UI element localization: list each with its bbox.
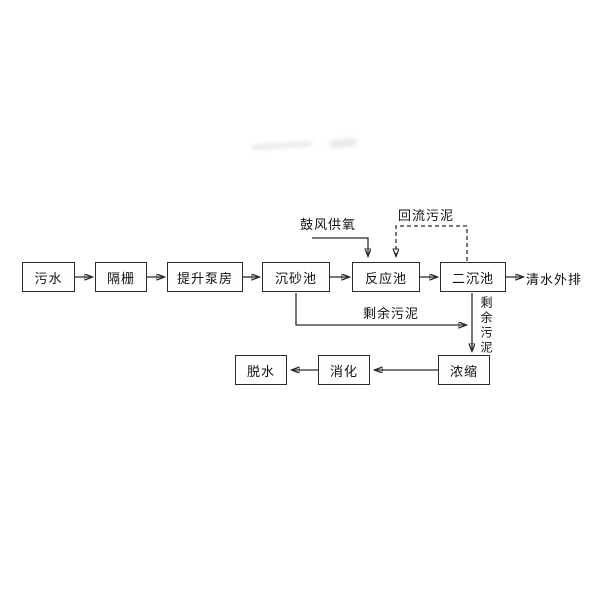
node-grit-chamber: 沉砂池 xyxy=(262,262,330,292)
label-surplus-sludge: 剩余污泥 xyxy=(363,307,420,322)
node-thickener: 浓缩 xyxy=(438,355,490,385)
label-surplus-sludge-vertical: 剩余污泥 xyxy=(479,296,493,356)
node-sewage: 污水 xyxy=(22,262,75,292)
node-digestion: 消化 xyxy=(318,355,370,385)
arrow-blower-oxygen-to-reaction-tank xyxy=(312,237,368,256)
label-blower-oxygen: 鼓风供氧 xyxy=(300,218,357,233)
label-effluent-discharge: 清水外排 xyxy=(526,273,583,288)
node-dewatering: 脱水 xyxy=(235,355,287,385)
arrow-return-sludge xyxy=(396,225,468,261)
node-reaction-tank: 反应池 xyxy=(352,262,420,292)
node-pump-house: 提升泵房 xyxy=(167,262,243,292)
arrow-surplus-sludge-horizontal xyxy=(295,293,466,325)
node-screen: 隔栅 xyxy=(95,262,147,292)
node-secondary-clarifier: 二沉池 xyxy=(440,262,506,292)
label-return-sludge: 回流污泥 xyxy=(398,209,455,224)
